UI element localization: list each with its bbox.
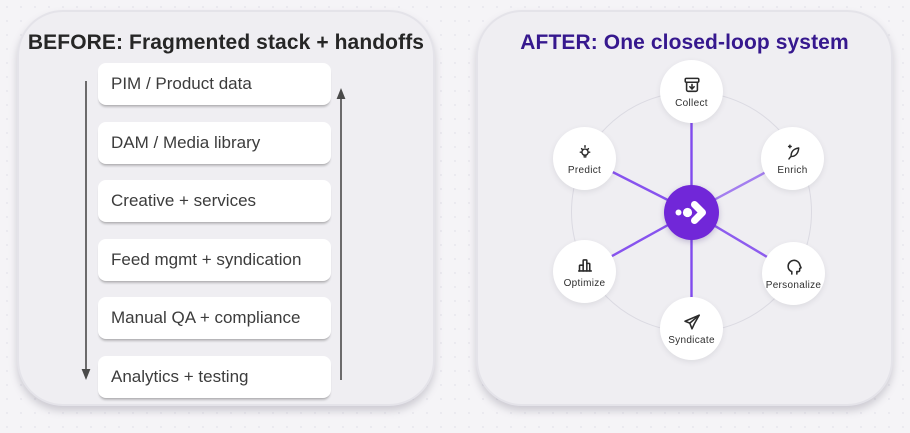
- hub-node-label: Syndicate: [668, 335, 715, 346]
- hub-node-label: Optimize: [563, 278, 606, 289]
- before-panel: BEFORE: Fragmented stack + handoffs PIM …: [17, 10, 435, 406]
- hub-node-label: Enrich: [777, 165, 808, 176]
- hub-node-predict: Predict: [553, 127, 616, 190]
- bar-chart-icon: [574, 254, 596, 276]
- paper-plane-icon: [681, 311, 703, 333]
- stack-item-analytics: Analytics + testing: [98, 355, 331, 398]
- hub-node-syndicate: Syndicate: [660, 297, 723, 360]
- hub-node-personalize: Personalize: [762, 242, 825, 305]
- hub-node-enrich: Enrich: [761, 127, 824, 190]
- after-panel: AFTER: One closed-loop system Collect: [476, 10, 893, 406]
- leaf-sparkle-icon: [782, 141, 804, 163]
- head-profile-icon: [783, 256, 805, 278]
- up-arrow-icon: [336, 88, 346, 380]
- hub-node-label: Personalize: [765, 280, 822, 291]
- fragmented-stack: PIM / Product data DAM / Media library C…: [98, 63, 331, 398]
- before-panel-title: BEFORE: Fragmented stack + handoffs: [27, 31, 425, 54]
- stack-item-dam: DAM / Media library: [98, 121, 331, 164]
- stack-item-qa: Manual QA + compliance: [98, 297, 331, 340]
- lightbulb-idea-icon: [574, 141, 596, 163]
- down-arrow-icon: [81, 81, 91, 380]
- stack-item-feed: Feed mgmt + syndication: [98, 238, 331, 281]
- productsup-logo-icon: [664, 185, 719, 240]
- hub-node-optimize: Optimize: [553, 240, 616, 303]
- archive-download-icon: [681, 74, 703, 96]
- hub-node-label: Predict: [567, 165, 602, 176]
- after-panel-title: AFTER: One closed-loop system: [520, 31, 849, 54]
- hub-node-collect: Collect: [660, 60, 723, 123]
- hub-node-label: Collect: [675, 98, 708, 109]
- hub-center: [664, 185, 719, 240]
- stack-item-creative: Creative + services: [98, 180, 331, 223]
- stack-item-pim: PIM / Product data: [98, 63, 331, 105]
